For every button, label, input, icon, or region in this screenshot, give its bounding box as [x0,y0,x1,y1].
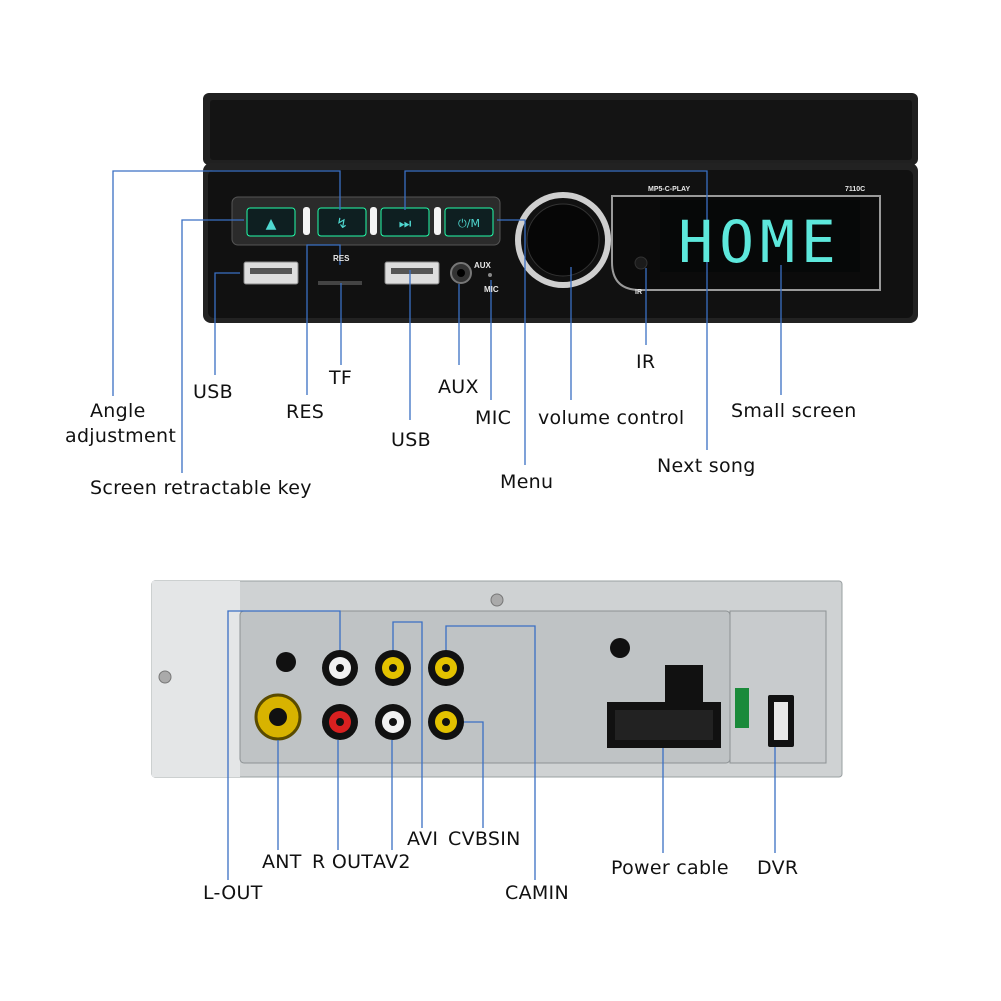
label-l-out: L-OUT [203,882,263,904]
label-tf: TF [329,367,353,389]
small-screen [660,200,860,272]
power-cable-connector [607,665,721,748]
label-angle-line2: adjustment [65,425,177,447]
label-small-screen: Small screen [731,400,857,422]
angle-adjustment-button[interactable] [317,207,367,237]
dvr-usb-port [768,695,794,747]
label-mic: MIC [475,407,512,429]
usb-port-front-right [384,261,440,285]
label-angle-line1: Angle [90,400,146,422]
label-usb-left: USB [193,381,233,403]
label-ant: ANT [262,851,302,873]
label-res: RES [286,401,325,423]
label-cvbsin: CVBSIN [448,828,521,850]
av2-jack [375,704,411,740]
label-screen-retractable-key: Screen retractable key [90,477,312,499]
ant-connector [254,693,302,741]
label-dvr: DVR [757,857,799,879]
camin-jack [428,650,464,686]
label-aux: AUX [438,376,479,398]
label-volume-control: volume control [538,407,685,429]
label-ir: IR [636,351,656,373]
rear-leader-lines [227,610,776,880]
avi-jack [375,650,411,686]
eject-button[interactable] [246,207,296,237]
usb-port-front-left [243,261,299,285]
label-r-out: R OUT [312,851,374,873]
ir-sensor [634,256,648,270]
label-usb-right: USB [391,429,431,451]
tf-card-slot [318,281,362,285]
label-power-cable: Power cable [611,857,729,879]
cvbsin-jack [428,704,464,740]
fuse [735,688,749,728]
power-menu-button[interactable] [444,207,494,237]
front-leader-lines [112,170,782,473]
volume-knob[interactable] [515,192,611,288]
aux-jack [450,262,472,284]
label-menu: Menu [500,471,554,493]
mic-hole [488,273,492,277]
next-song-button[interactable] [380,207,430,237]
label-camin: CAMIN [505,882,569,904]
r-out-jack [322,704,358,740]
label-next-song: Next song [657,455,756,477]
label-avi: AVI [407,828,439,850]
label-av2: AV2 [373,851,411,873]
l-out-jack [322,650,358,686]
